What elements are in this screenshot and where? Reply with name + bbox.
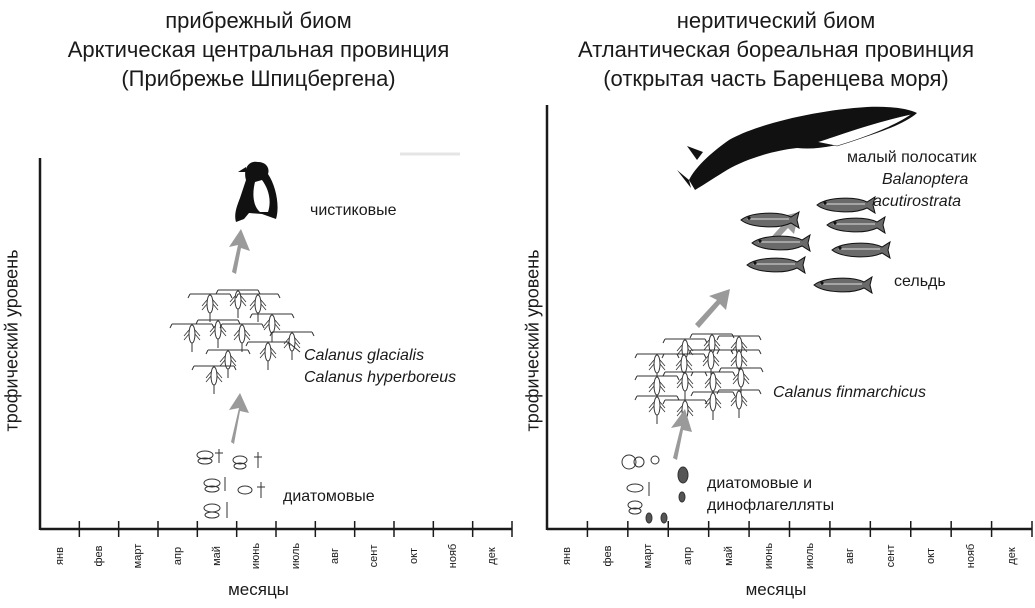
label-left-bird: чистиковые (310, 202, 397, 219)
left-title: прибрежный биом Арктическая центральная … (0, 6, 517, 93)
label-right-diatoms-2: динофлагелляты (707, 497, 835, 514)
month-label: янв (53, 547, 66, 565)
month-label: окт (407, 547, 420, 565)
left-title-line-2: Арктическая центральная провинция (67, 37, 450, 62)
month-label: авг (844, 548, 857, 564)
month-label: нояб (447, 543, 459, 569)
copepod (718, 367, 764, 396)
fish (831, 240, 891, 260)
copepod (195, 319, 241, 348)
right-x-axis-label: месяцы (745, 580, 807, 599)
right-chart (545, 105, 1033, 537)
fish (816, 195, 876, 215)
right-x-ticks (586, 521, 1033, 537)
label-right-whale-genus: Balanoptera (882, 171, 969, 188)
copepod (215, 289, 261, 318)
copepod-icon (634, 333, 764, 428)
month-label: июнь (763, 542, 776, 570)
month-label: сент (368, 544, 381, 568)
left-title-line-3: (Прибрежье Шпицбергена) (121, 66, 396, 91)
left-title-line-1: прибрежный биом (165, 8, 352, 33)
fish (746, 255, 806, 275)
fish-icon (740, 195, 891, 295)
right-title: неритический биом Атлантическая бореальн… (517, 6, 1035, 93)
copepod (662, 371, 708, 400)
month-label: апр (171, 546, 184, 566)
month-label: сент (884, 544, 897, 568)
copepod (219, 323, 265, 352)
month-label: янв (561, 547, 574, 565)
month-label: нояб (965, 543, 978, 569)
month-label: авг (329, 548, 341, 564)
month-label: дек (1005, 547, 1018, 565)
month-label: май (722, 546, 735, 566)
copepod (191, 365, 237, 394)
month-label: окт (924, 547, 937, 565)
copepod (716, 389, 762, 418)
label-left-calanus-hyperboreus: Calanus hyperboreus (304, 369, 457, 386)
label-right-whale-species: acutirostrata (873, 193, 962, 210)
month-label: май (211, 546, 223, 566)
label-right-diatoms-1: диатомовые и (707, 475, 813, 492)
month-label: апр (682, 546, 695, 566)
month-label: июнь (250, 542, 263, 570)
left-x-axis-label: месяцы (228, 580, 289, 599)
copepod (235, 293, 281, 322)
left-x-ticks (78, 521, 513, 537)
month-label: фев (93, 545, 105, 567)
diatom-icon (196, 449, 265, 519)
left-panel: прибрежный биом Арктическая центральная … (0, 0, 517, 608)
month-label: дек (486, 547, 499, 565)
month-label: июль (289, 542, 302, 570)
copepod (205, 349, 251, 378)
copepod (249, 313, 295, 342)
fish (751, 233, 811, 253)
month-label: март (642, 543, 655, 569)
diatom-icon (621, 454, 689, 524)
label-right-calanus-finmarchicus: Calanus finmarchicus (773, 384, 926, 401)
copepod (661, 353, 707, 382)
copepod (634, 395, 680, 424)
label-left-calanus-glacialis: Calanus glacialis (304, 347, 425, 364)
copepod (716, 349, 762, 378)
right-title-line-2: Атлантическая бореальная провинция (578, 37, 974, 62)
whale-icon (677, 106, 917, 190)
label-left-diatoms: диатомовые (283, 488, 375, 505)
copepod (169, 323, 215, 352)
arrow-icon (229, 229, 250, 444)
right-title-line-3: (открытая часть Баренцева моря) (603, 66, 949, 91)
left-chart (38, 152, 513, 537)
copepod (690, 391, 736, 420)
fish (826, 215, 886, 235)
copepod (187, 293, 233, 322)
copepod (688, 349, 734, 378)
bird-icon (235, 161, 278, 222)
right-panel: неритический биом Атлантическая бореальн… (517, 0, 1035, 608)
copepod-icon (169, 289, 315, 394)
month-label: фев (601, 545, 614, 567)
label-right-herring: сельдь (894, 273, 946, 290)
copepod (245, 341, 291, 370)
month-label: июль (803, 542, 816, 570)
month-label: март (132, 543, 145, 569)
label-right-whale-common: малый полосатик (847, 149, 977, 166)
right-title-line-1: неритический биом (676, 8, 876, 33)
leader-line (287, 341, 301, 353)
copepod (690, 371, 736, 400)
fish (813, 275, 873, 295)
fish (740, 210, 800, 230)
